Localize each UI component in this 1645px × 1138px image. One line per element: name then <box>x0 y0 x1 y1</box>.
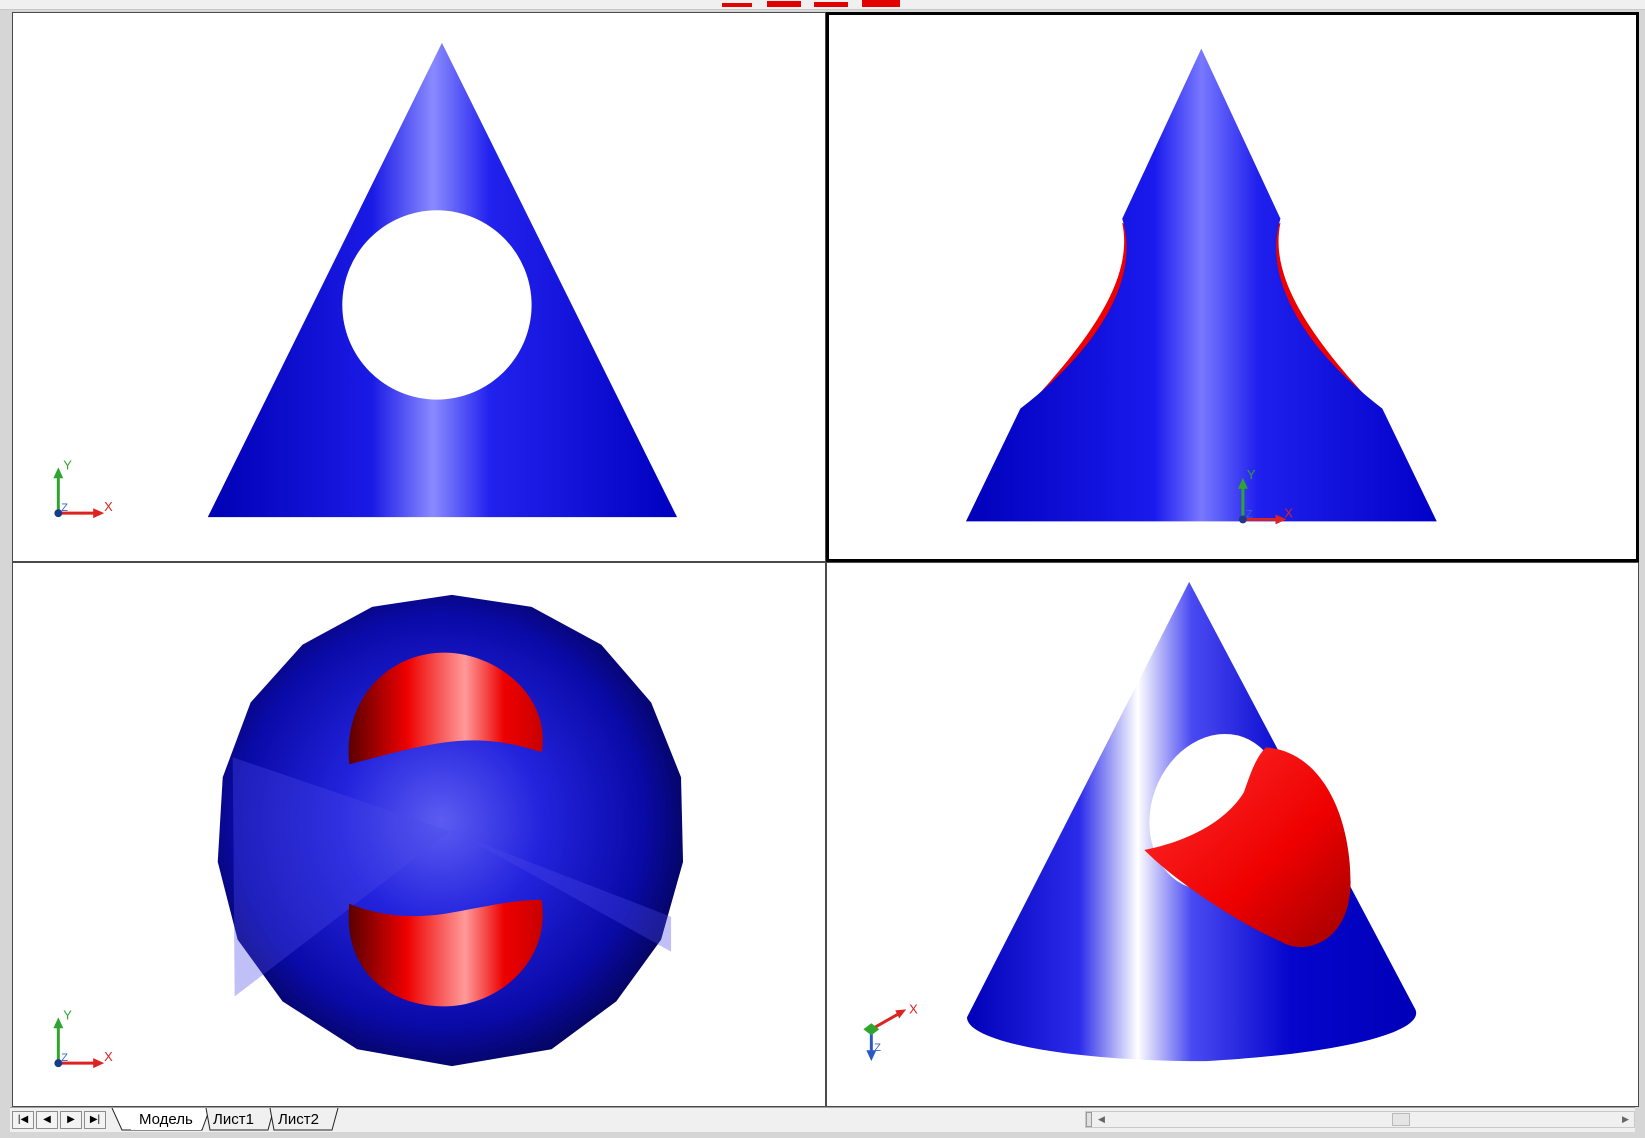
svg-text:Z: Z <box>1246 508 1253 520</box>
last-layout-icon[interactable]: ▶| <box>84 1111 106 1129</box>
tab-splitter-handle[interactable] <box>1086 1112 1092 1127</box>
hole-opening-top <box>348 652 543 765</box>
svg-text:Z: Z <box>874 1042 881 1054</box>
svg-text:X: X <box>104 499 113 514</box>
left-view-drawing: Y X Z <box>965 48 1437 525</box>
first-layout-icon[interactable]: |◀ <box>12 1111 34 1129</box>
tab-sheet1-label: Лист1 <box>213 1111 254 1128</box>
svg-text:Y: Y <box>63 457 72 472</box>
tab-model[interactable]: Модель <box>131 1110 201 1130</box>
svg-text:Y: Y <box>63 1007 72 1022</box>
next-layout-icon[interactable]: ▶ <box>60 1111 82 1129</box>
hole-iso-inner-wall <box>1144 747 1351 947</box>
next-layout-glyph: ▶ <box>67 1114 75 1125</box>
shading-band <box>232 757 672 997</box>
scroll-right-icon[interactable]: ▶ <box>1618 1112 1633 1127</box>
viewport-iso[interactable]: X Z <box>826 562 1639 1107</box>
ucs-2d-icon: Y X Z <box>53 1007 113 1069</box>
iso-view-drawing: X Z <box>863 581 1417 1062</box>
viewport-front[interactable]: Y X Z <box>12 12 826 562</box>
cone-base-circle <box>217 594 684 1067</box>
tab-model-label: Модель <box>139 1111 193 1128</box>
scroll-thumb[interactable] <box>1392 1113 1410 1126</box>
title-strip <box>0 0 1645 10</box>
tab-sheet2[interactable]: Лист2 <box>270 1110 327 1130</box>
svg-text:X: X <box>909 1001 918 1016</box>
prev-layout-glyph: ◀ <box>43 1114 51 1125</box>
ucs-2d-icon: Y X Z <box>1237 467 1293 525</box>
svg-text:Y: Y <box>1247 467 1256 482</box>
ucs-2d-icon: Y X Z <box>53 457 113 519</box>
horizontal-scrollbar[interactable]: ◀ ▶ <box>1085 1111 1635 1128</box>
svg-text:Z: Z <box>61 1052 68 1064</box>
title-fragment <box>722 0 900 7</box>
svg-text:Z: Z <box>61 502 68 514</box>
svg-text:X: X <box>104 1049 113 1064</box>
scroll-left-icon[interactable]: ◀ <box>1094 1112 1109 1127</box>
first-layout-glyph: |◀ <box>17 1114 29 1125</box>
prev-layout-icon[interactable]: ◀ <box>36 1111 58 1129</box>
scroll-right-glyph: ▶ <box>1622 1114 1629 1124</box>
top-view-drawing: Y X Z <box>53 594 684 1069</box>
svg-text:X: X <box>1284 505 1293 520</box>
last-layout-glyph: ▶| <box>89 1114 101 1125</box>
viewport-left[interactable]: Y X Z <box>826 12 1639 562</box>
tab-sheet2-label: Лист2 <box>278 1111 319 1128</box>
tab-sheet1[interactable]: Лист1 <box>205 1110 262 1130</box>
ucs-3d-icon: X Z <box>863 1001 918 1062</box>
front-view-drawing: Y X Z <box>53 42 678 519</box>
hole-opening-bottom <box>348 899 543 1007</box>
scroll-left-glyph: ◀ <box>1098 1114 1105 1124</box>
through-hole <box>342 210 532 400</box>
viewport-top[interactable]: Y X Z <box>12 562 826 1107</box>
cone-side-silhouette <box>965 48 1437 522</box>
